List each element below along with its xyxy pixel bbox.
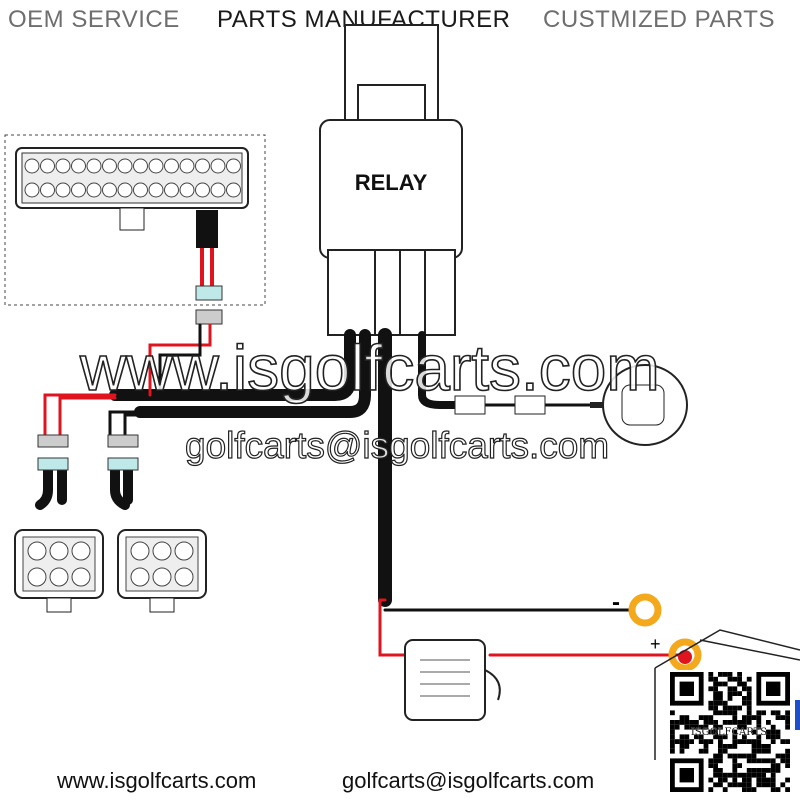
led-icon	[174, 567, 194, 587]
led-icon	[152, 541, 172, 561]
relay: RELAY	[319, 24, 463, 336]
led-icon	[86, 158, 102, 174]
positive-sign: +	[650, 634, 661, 654]
led-icon	[226, 182, 241, 198]
led-icon	[49, 567, 69, 587]
led-icon	[210, 158, 226, 174]
led-pod	[117, 529, 207, 613]
connector	[37, 434, 69, 448]
led-icon	[24, 182, 40, 198]
led-icon	[179, 182, 195, 198]
led-icon	[71, 158, 86, 174]
watermark-website: www.isgolfcarts.com	[79, 332, 660, 404]
light-bar	[15, 147, 249, 248]
qr-caption: ISGOLFCARTS	[691, 727, 767, 738]
led-icon	[49, 541, 69, 561]
led-icon	[40, 182, 55, 198]
led-icon	[133, 182, 148, 198]
led-icon	[27, 541, 47, 561]
negative-terminal-ring	[628, 593, 662, 627]
connector	[37, 457, 69, 471]
led-icon	[210, 182, 226, 198]
relay-label: RELAY	[355, 170, 428, 195]
led-icon	[71, 182, 86, 198]
led-icon	[195, 182, 210, 198]
led-icon	[130, 567, 150, 587]
qr-code	[668, 670, 790, 800]
battery	[654, 629, 800, 760]
connector	[195, 285, 223, 301]
positive-terminal-ring	[668, 638, 702, 672]
connector	[107, 434, 139, 448]
light-bar-box	[4, 134, 266, 306]
header-oem-service: OEM SERVICE	[8, 6, 180, 33]
led-icon	[226, 158, 241, 174]
led-icon	[71, 567, 91, 587]
led-icon	[148, 182, 164, 198]
led-icon	[179, 158, 195, 174]
connector	[107, 457, 139, 471]
led-icon	[27, 567, 47, 587]
connector	[195, 309, 223, 325]
led-icon	[40, 158, 55, 174]
led-icon	[86, 182, 102, 198]
led-icon	[195, 158, 210, 174]
led-icon	[164, 158, 179, 174]
led-icon	[55, 158, 71, 174]
led-icon	[117, 182, 133, 198]
led-icon	[55, 182, 71, 198]
led-icon	[133, 158, 148, 174]
led-icon	[102, 182, 117, 198]
negative-sign: -	[612, 589, 620, 616]
led-icon	[71, 541, 91, 561]
led-icon	[130, 541, 150, 561]
fuse-holder	[404, 639, 501, 721]
led-icon	[164, 182, 179, 198]
watermark-email: golfcarts@isgolfcarts.com	[185, 425, 609, 466]
switch-connector	[514, 395, 546, 415]
footer-email[interactable]: golfcarts@isgolfcarts.com	[342, 768, 595, 793]
led-icon	[102, 158, 117, 174]
led-icon	[117, 158, 133, 174]
led-pod	[14, 529, 104, 613]
led-icon	[148, 158, 164, 174]
led-icon	[152, 567, 172, 587]
header-customized-parts: CUSTMIZED PARTS	[543, 6, 775, 33]
led-icon	[24, 158, 40, 174]
rocker-switch	[590, 364, 688, 446]
footer-website[interactable]: www.isgolfcarts.com	[57, 768, 257, 793]
led-icon	[174, 541, 194, 561]
switch-connector	[454, 395, 486, 415]
